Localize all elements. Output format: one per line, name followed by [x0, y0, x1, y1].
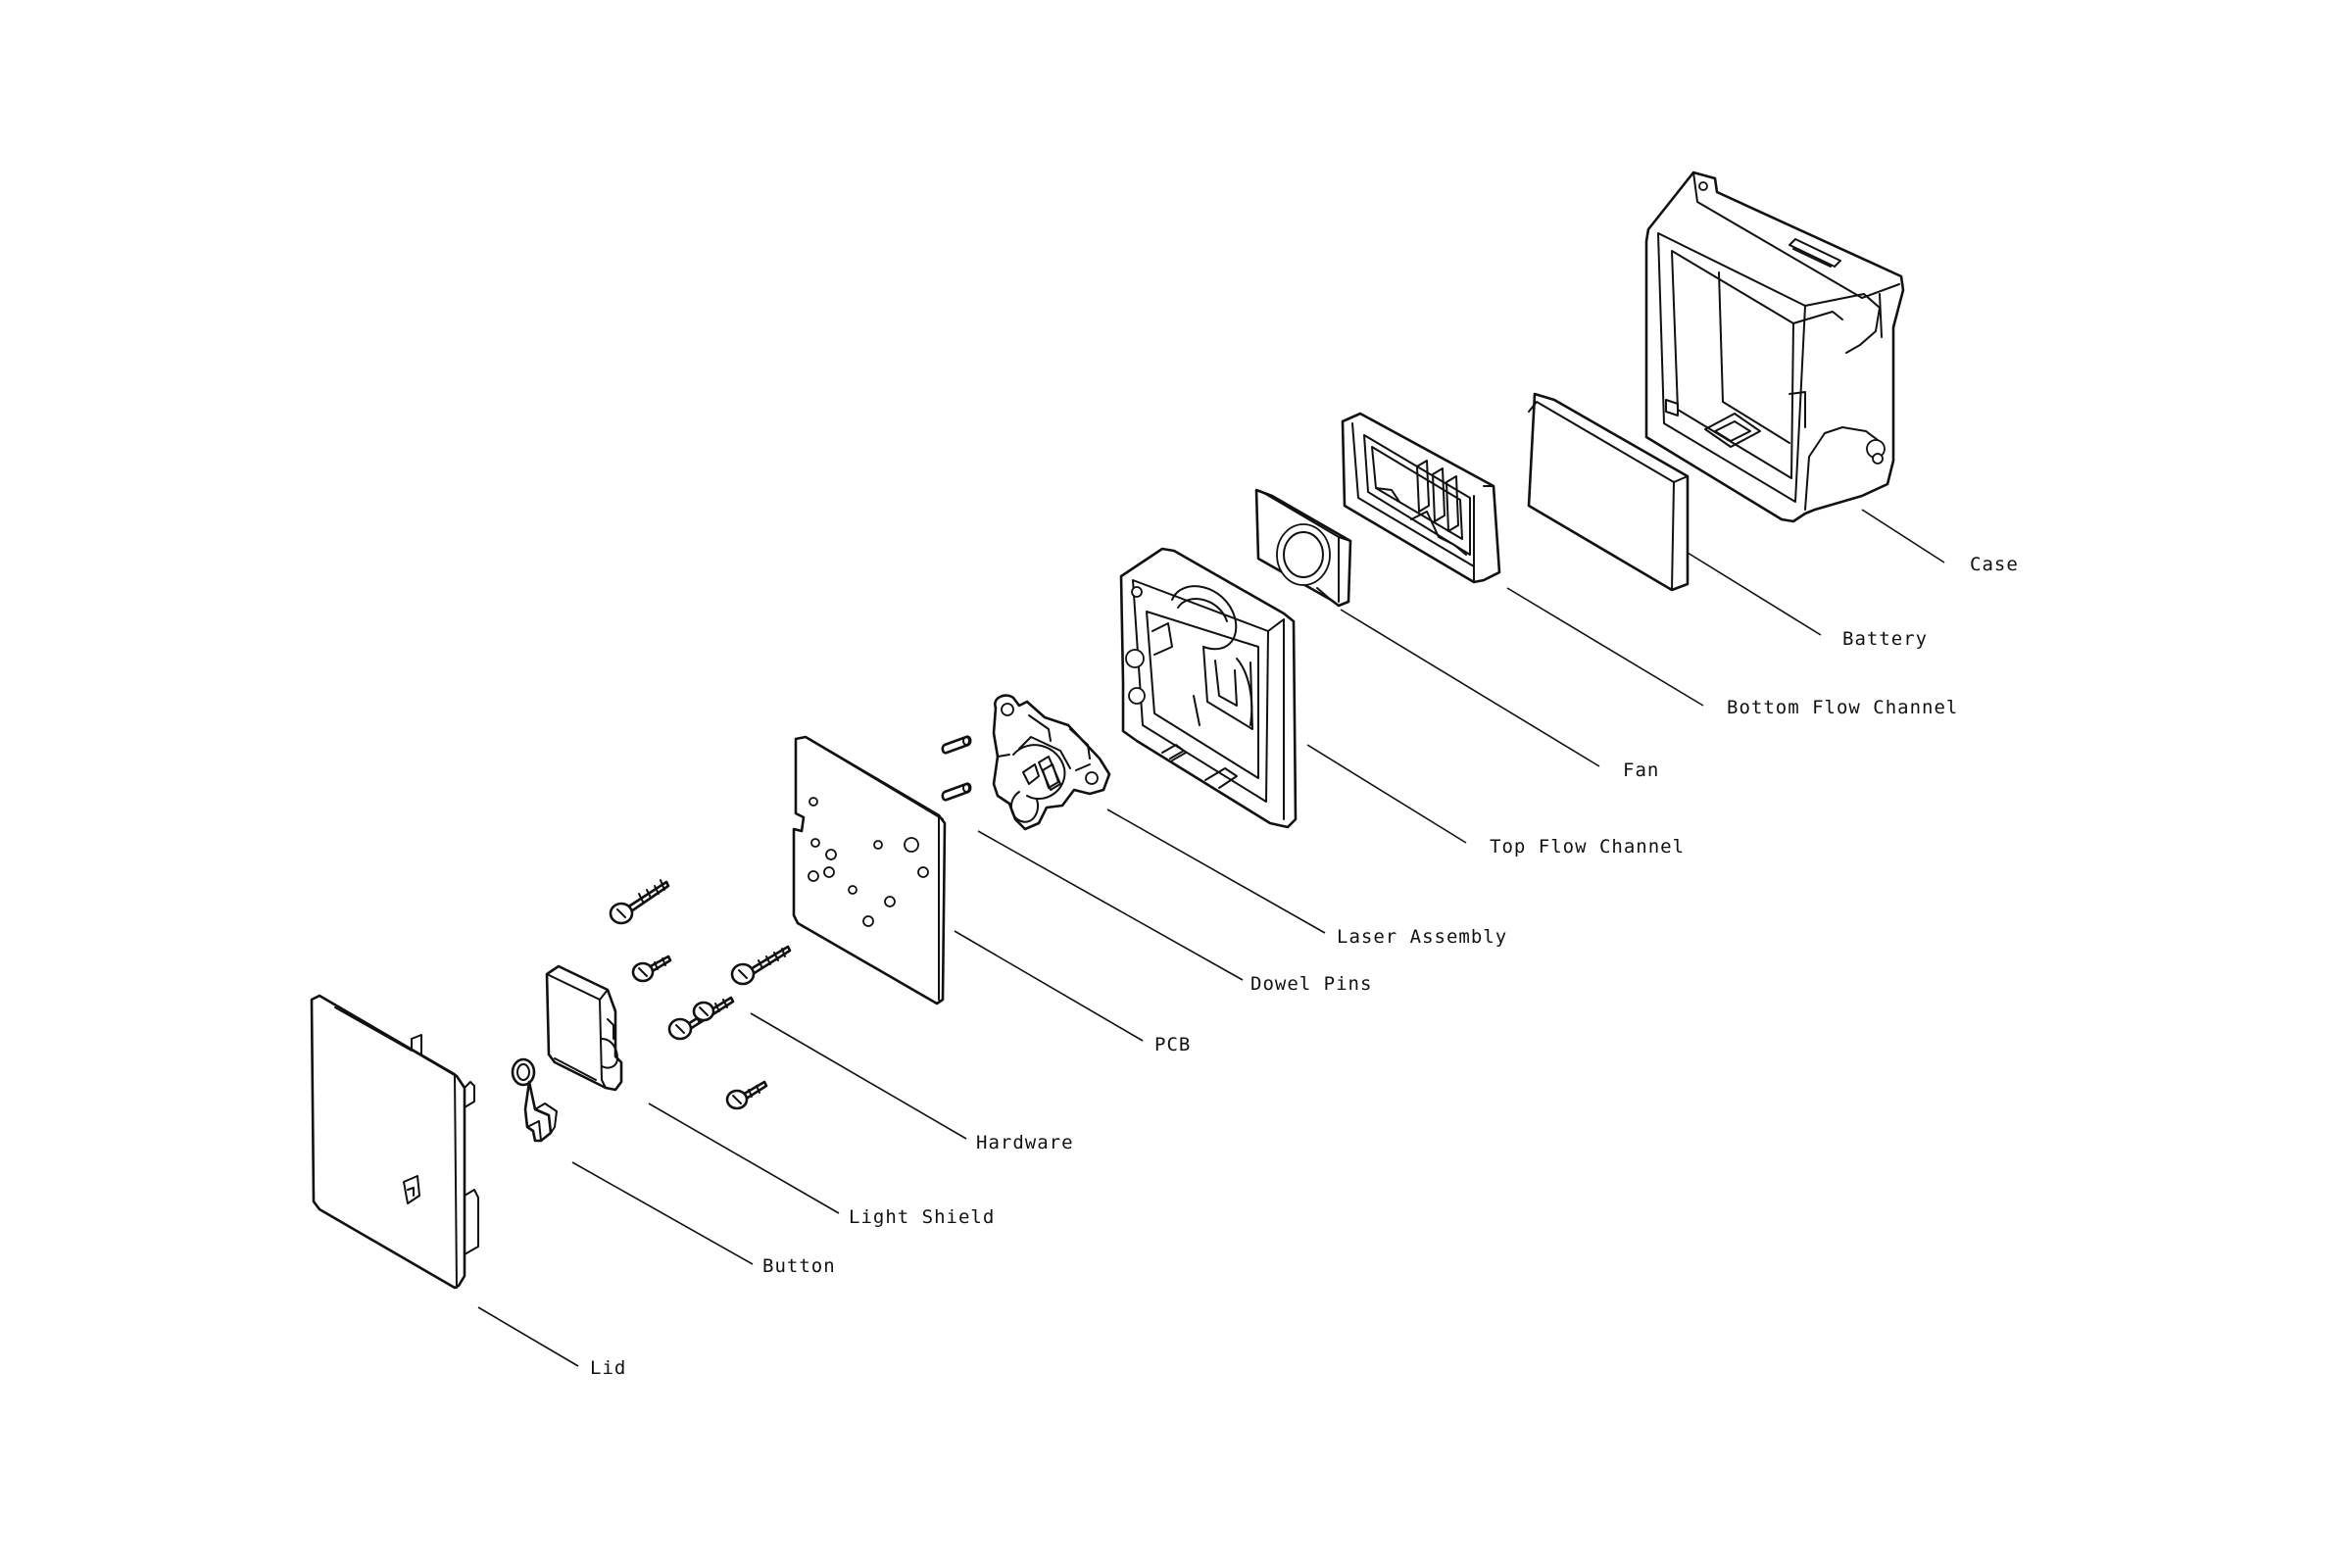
callout-labels: Case Battery Bottom Flow Channel Fan Top… — [590, 554, 2019, 1379]
label-dowel-pins: Dowel Pins — [1250, 973, 1372, 995]
label-laser-assembly: Laser Assembly — [1337, 926, 1507, 948]
label-light-shield: Light Shield — [849, 1206, 995, 1228]
dowel-pins-part — [941, 735, 972, 802]
leader-laser-assembly — [1106, 808, 1326, 934]
label-lid: Lid — [590, 1357, 626, 1379]
pcb-part — [792, 735, 947, 1005]
leader-lines — [477, 509, 1945, 1367]
leader-button — [571, 1161, 754, 1265]
leader-hardware — [750, 1012, 967, 1140]
laser-assembly-part — [992, 694, 1111, 831]
light-shield-part — [545, 964, 623, 1092]
label-hardware: Hardware — [976, 1132, 1074, 1153]
label-case: Case — [1970, 554, 2019, 575]
label-button: Button — [762, 1255, 836, 1277]
leader-fan — [1340, 609, 1600, 767]
bottom-flow-channel-part — [1341, 412, 1501, 584]
leader-dowel-pins — [977, 830, 1244, 981]
dowel-pin-lower — [941, 782, 972, 802]
case-part — [1644, 171, 1905, 523]
screw-long-right — [730, 945, 792, 986]
leader-light-shield — [648, 1102, 840, 1214]
leader-top-flow-channel — [1306, 744, 1467, 844]
hardware-part — [609, 879, 792, 1110]
label-fan: Fan — [1623, 760, 1659, 781]
label-bottom-flow-channel: Bottom Flow Channel — [1727, 697, 1958, 718]
label-top-flow-channel: Top Flow Channel — [1490, 836, 1685, 858]
leader-bottom-flow-channel — [1506, 587, 1704, 707]
screw-pair-lower — [667, 996, 735, 1041]
fan-part — [1254, 488, 1352, 608]
battery-part — [1527, 392, 1690, 592]
leader-battery — [1687, 552, 1822, 636]
screw-short-bottom — [725, 1080, 768, 1110]
label-pcb: PCB — [1154, 1034, 1191, 1055]
screw-short-middle — [631, 955, 672, 983]
button-part — [511, 1057, 558, 1143]
top-flow-channel-part — [1119, 547, 1298, 829]
screw-long-upper — [609, 879, 670, 925]
leader-case — [1861, 509, 1945, 564]
leader-pcb — [954, 930, 1144, 1042]
lid-part — [310, 994, 479, 1290]
label-battery: Battery — [1842, 628, 1928, 650]
dowel-pin-upper — [941, 735, 972, 755]
leader-lid — [477, 1306, 579, 1367]
